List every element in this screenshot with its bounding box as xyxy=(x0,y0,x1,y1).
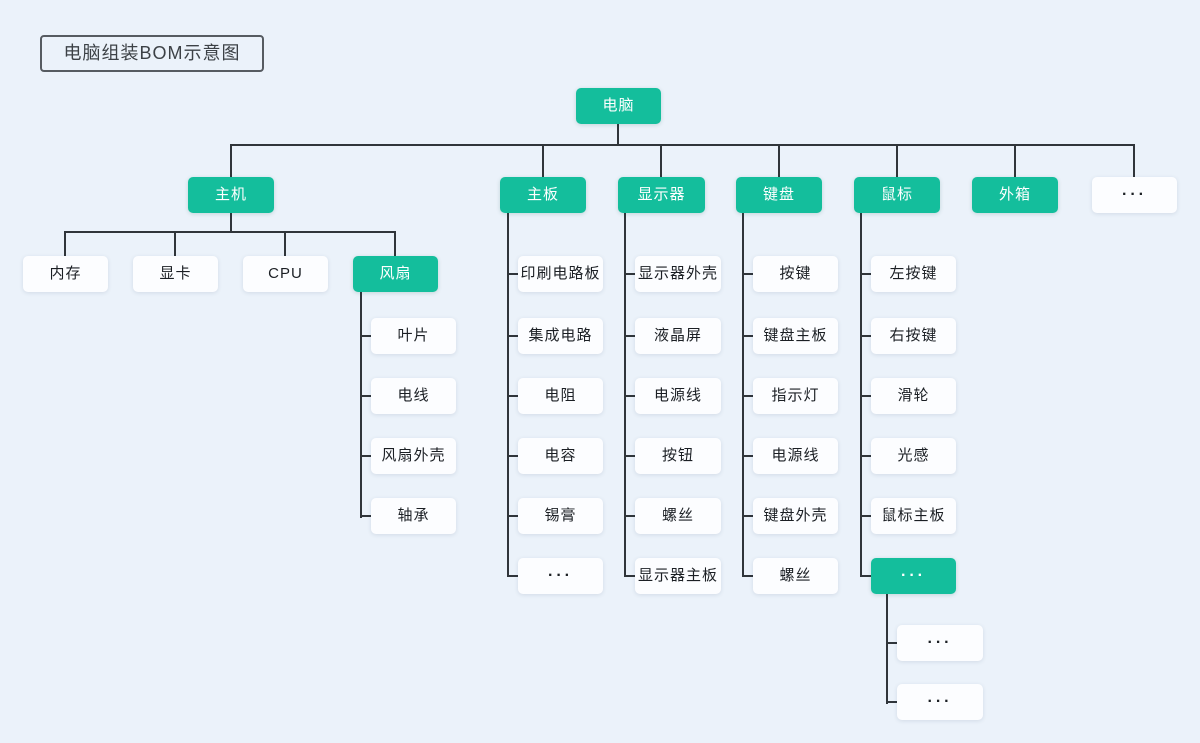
connector-line xyxy=(860,455,871,457)
connector-line xyxy=(507,455,518,457)
node-more-mouse-sub-2[interactable]: ··· xyxy=(897,684,983,720)
node-pcb[interactable]: 印刷电路板 xyxy=(518,256,603,292)
connector-line xyxy=(284,231,286,256)
node-keyboard[interactable]: 键盘 xyxy=(736,177,822,213)
connector-line xyxy=(896,144,898,177)
node-keyboard-power-cord[interactable]: 电源线 xyxy=(753,438,838,474)
node-fan-bearing[interactable]: 轴承 xyxy=(371,498,456,534)
node-optical-sensor[interactable]: 光感 xyxy=(871,438,956,474)
node-left-button[interactable]: 左按键 xyxy=(871,256,956,292)
connector-line xyxy=(860,515,871,517)
connector-line xyxy=(742,273,753,275)
node-keyboard-board[interactable]: 键盘主板 xyxy=(753,318,838,354)
node-resistor[interactable]: 电阻 xyxy=(518,378,603,414)
connector-line xyxy=(778,144,780,177)
connector-line xyxy=(624,395,635,397)
node-monitor-case[interactable]: 显示器外壳 xyxy=(635,256,721,292)
node-graphics-card[interactable]: 显卡 xyxy=(133,256,218,292)
node-keyboard-screw[interactable]: 螺丝 xyxy=(753,558,838,594)
connector-line xyxy=(64,231,66,256)
node-more-mouse[interactable]: ··· xyxy=(871,558,956,594)
node-monitor-power-cord[interactable]: 电源线 xyxy=(635,378,721,414)
node-lcd-screen[interactable]: 液晶屏 xyxy=(635,318,721,354)
node-more-motherboard[interactable]: ··· xyxy=(518,558,603,594)
node-host-unit[interactable]: 主机 xyxy=(188,177,274,213)
connector-line xyxy=(174,231,176,256)
connector-line xyxy=(507,335,518,337)
connector-line xyxy=(742,515,753,517)
node-right-button[interactable]: 右按键 xyxy=(871,318,956,354)
node-more-level2[interactable]: ··· xyxy=(1092,177,1177,213)
connector-line xyxy=(507,575,518,577)
connector-line xyxy=(742,335,753,337)
node-fan-case[interactable]: 风扇外壳 xyxy=(371,438,456,474)
connector-line xyxy=(860,273,871,275)
node-memory[interactable]: 内存 xyxy=(23,256,108,292)
connector-line xyxy=(624,575,635,577)
connector-line xyxy=(742,455,753,457)
connector-line xyxy=(742,395,753,397)
connector-line xyxy=(507,515,518,517)
connector-line xyxy=(1133,144,1135,177)
connector-line xyxy=(860,335,871,337)
node-computer[interactable]: 电脑 xyxy=(576,88,661,124)
connector-line xyxy=(360,395,371,397)
connector-line xyxy=(886,701,897,703)
node-cpu[interactable]: CPU xyxy=(243,256,328,292)
node-fan[interactable]: 风扇 xyxy=(353,256,438,292)
connector-line xyxy=(860,395,871,397)
connector-line xyxy=(742,575,753,577)
connector-line xyxy=(624,273,635,275)
connector-line xyxy=(507,273,518,275)
connector-line xyxy=(230,213,232,233)
node-capacitor[interactable]: 电容 xyxy=(518,438,603,474)
node-outer-box[interactable]: 外箱 xyxy=(972,177,1058,213)
node-fan-blade[interactable]: 叶片 xyxy=(371,318,456,354)
connector-line xyxy=(507,395,518,397)
node-keys[interactable]: 按键 xyxy=(753,256,838,292)
connector-line xyxy=(542,144,544,177)
connector-line xyxy=(617,124,619,146)
connector-line xyxy=(1014,144,1016,177)
node-monitor-board[interactable]: 显示器主板 xyxy=(635,558,721,594)
node-indicator-light[interactable]: 指示灯 xyxy=(753,378,838,414)
connector-line xyxy=(660,144,662,177)
node-solder-paste[interactable]: 锡膏 xyxy=(518,498,603,534)
node-mouse[interactable]: 鼠标 xyxy=(854,177,940,213)
node-more-mouse-sub-1[interactable]: ··· xyxy=(897,625,983,661)
connector-line xyxy=(230,144,1135,146)
connector-line xyxy=(886,642,897,644)
connector-line xyxy=(624,455,635,457)
connector-line xyxy=(624,335,635,337)
node-motherboard[interactable]: 主板 xyxy=(500,177,586,213)
node-mouse-board[interactable]: 鼠标主板 xyxy=(871,498,956,534)
connector-line xyxy=(360,335,371,337)
connector-line xyxy=(360,515,371,517)
node-integrated-circuit[interactable]: 集成电路 xyxy=(518,318,603,354)
connector-line xyxy=(886,594,888,704)
node-monitor-button[interactable]: 按钮 xyxy=(635,438,721,474)
connector-line xyxy=(360,455,371,457)
connector-line xyxy=(394,231,396,256)
connector-line xyxy=(360,292,362,518)
node-scroll-wheel[interactable]: 滑轮 xyxy=(871,378,956,414)
connector-line xyxy=(64,231,396,233)
connector-line xyxy=(624,515,635,517)
connector-line xyxy=(860,575,871,577)
node-monitor-screw[interactable]: 螺丝 xyxy=(635,498,721,534)
node-keyboard-case[interactable]: 键盘外壳 xyxy=(753,498,838,534)
connector-line xyxy=(230,144,232,177)
diagram-title: 电脑组装BOM示意图 xyxy=(40,35,264,72)
node-monitor[interactable]: 显示器 xyxy=(618,177,705,213)
node-fan-wire[interactable]: 电线 xyxy=(371,378,456,414)
